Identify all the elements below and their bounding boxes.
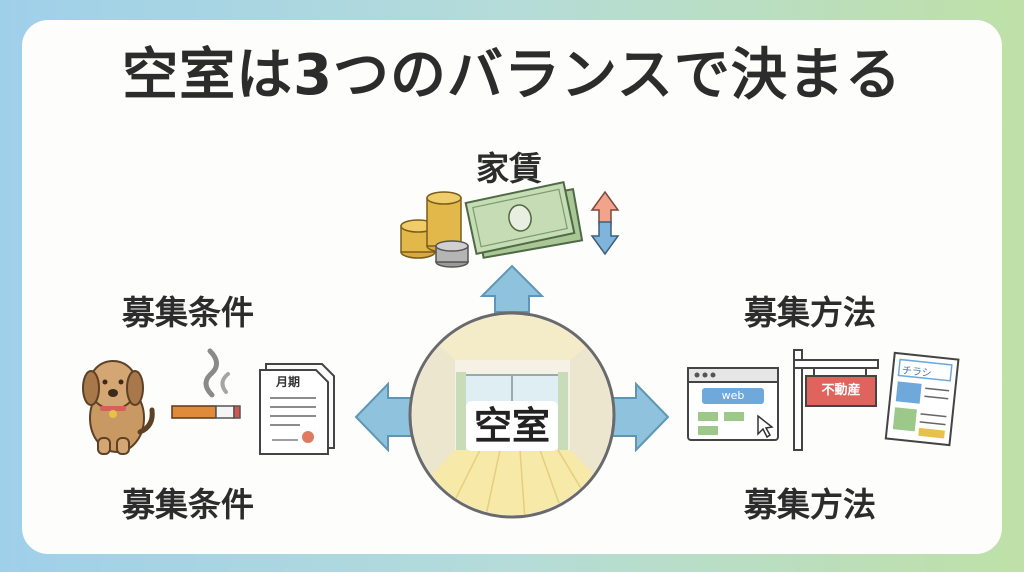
browser-window-icon <box>687 367 779 441</box>
cigarette-icon <box>171 348 241 419</box>
arrow-right-icon <box>608 381 670 453</box>
flyer-title-text: チラシ <box>901 365 933 380</box>
contract-document-icon <box>259 363 335 455</box>
browser-web-text: web <box>721 389 745 402</box>
right-top-methods-label: 募集方法 <box>744 293 876 332</box>
left-top-conditions-label: 募集条件 <box>122 293 254 332</box>
coins-icon <box>400 191 469 268</box>
document-title-text: 月期 <box>276 375 301 389</box>
up-down-arrows-icon <box>590 190 620 256</box>
real-estate-sign-icon <box>793 349 879 451</box>
sign-text: 不動産 <box>821 383 861 398</box>
arrow-up-icon <box>479 264 545 313</box>
arrow-left-icon <box>354 381 416 453</box>
center-room-label: 空室 <box>466 401 558 451</box>
right-bottom-methods-label: 募集方法 <box>744 485 876 524</box>
left-bottom-conditions-label: 募集条件 <box>122 485 254 524</box>
flyer-icon <box>884 351 960 447</box>
top-rent-label: 家賃 <box>476 149 542 188</box>
diagram-title: 空室は3つのバランスで決まる <box>122 43 902 108</box>
dog-icon <box>82 360 155 455</box>
banknotes-icon <box>464 180 584 259</box>
